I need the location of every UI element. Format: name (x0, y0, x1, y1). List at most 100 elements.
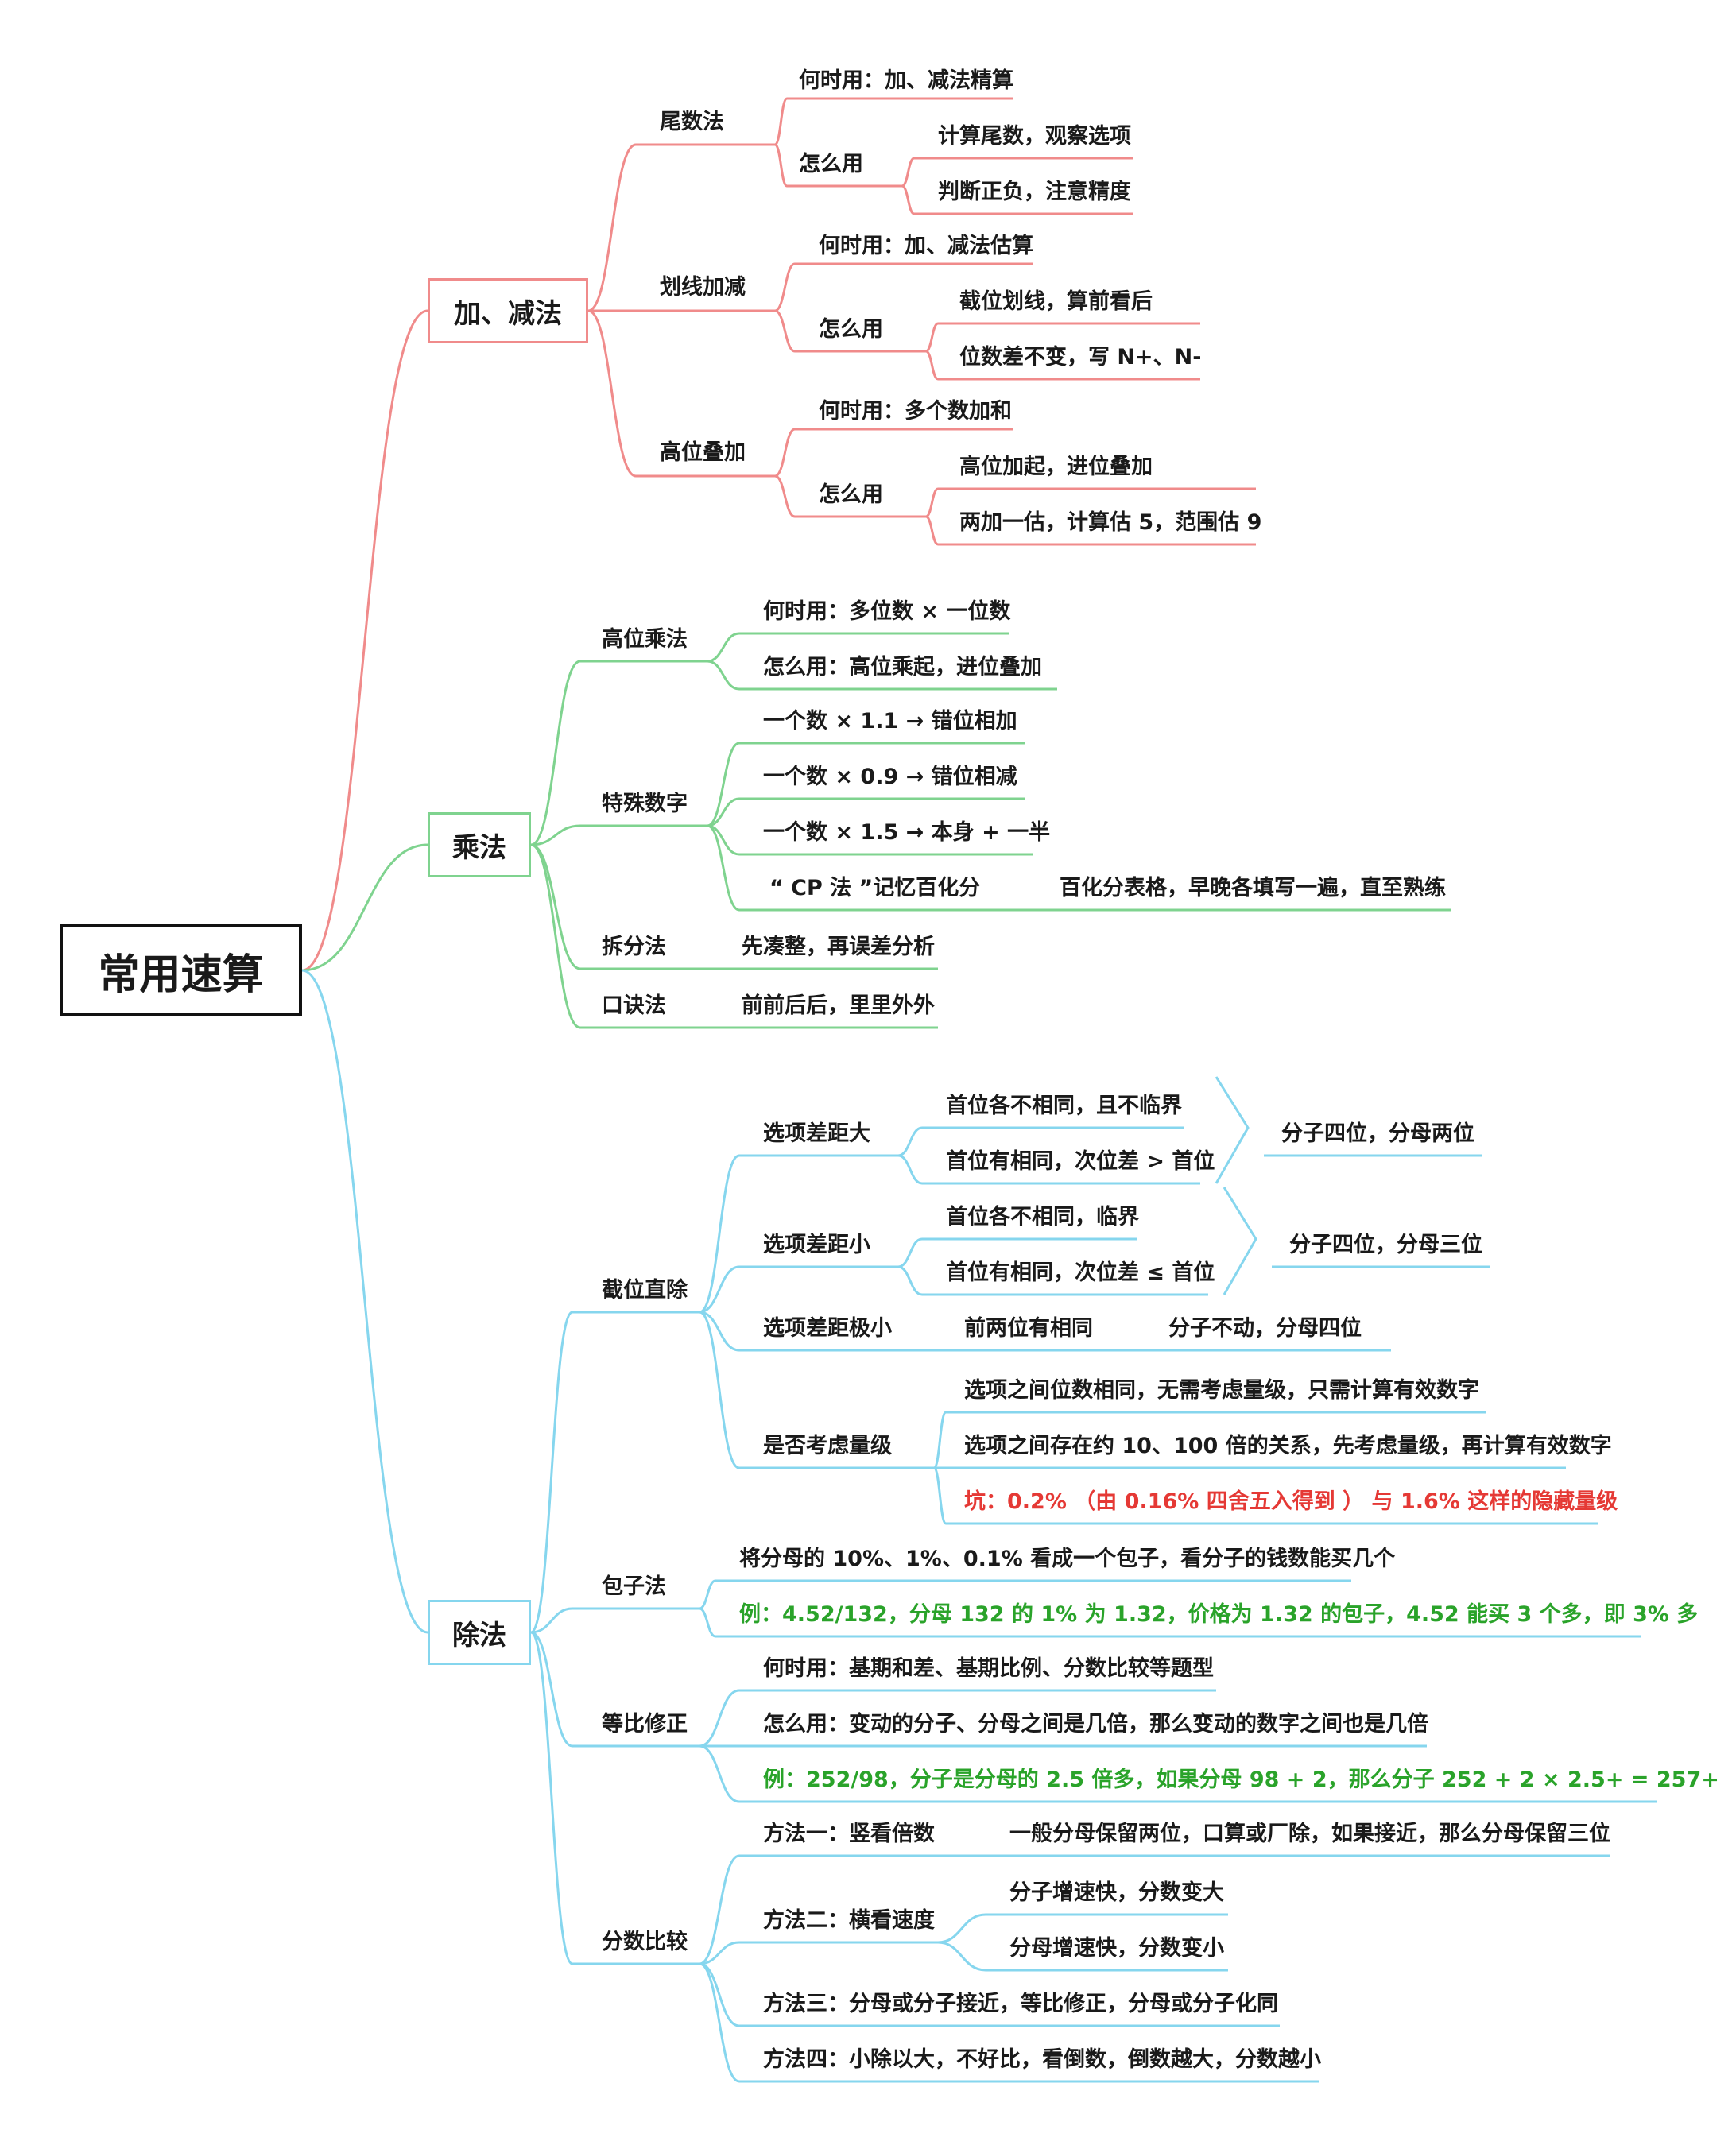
node-huaxian: 划线加减 (660, 275, 746, 300)
weishu-when: 何时用：加、减法精算 (799, 68, 1013, 93)
dengbi-how: 怎么用：变动的分子、分母之间是几倍，那么变动的数字之间也是几倍 (763, 1712, 1428, 1737)
root-topic: 常用速算 (60, 924, 302, 1016)
div-l1-curve-3 (530, 1631, 573, 1965)
koujue-text: 前前后后，里里外外 (742, 993, 935, 1018)
huaxian-curve-0 (774, 262, 796, 312)
jiewei-mag-curve-2 (932, 1466, 947, 1525)
add-l1-curve-2 (587, 309, 637, 478)
fenshu-m4: 方法四：小除以大，不好比，看倒数，倒数越大，分数越小 (763, 2047, 1321, 2072)
node-gaowei-mul: 高位乘法 (602, 627, 688, 652)
magnitude-c1: 选项之间位数相同，无需考虑量级，只需计算有效数字 (964, 1378, 1479, 1403)
node-special-numbers: 特殊数字 (602, 792, 688, 816)
node-weishu: 尾数法 (660, 110, 724, 134)
jiewei-curve-3 (699, 1311, 740, 1469)
div-l1-curve-2 (530, 1631, 573, 1748)
connector-root-div (301, 969, 428, 1634)
mul-special-curve-3 (707, 824, 740, 912)
tiny-gap-result: 分子不动，分母四位 (1168, 1316, 1362, 1341)
div-l1-curve-0 (530, 1311, 573, 1634)
huaxian-curve-1 (774, 309, 796, 353)
weishu-how-2: 判断正负，注意精度 (938, 180, 1131, 204)
gaowei-how-curve-0 (925, 487, 939, 518)
gaowei-add-how-2: 两加一估，计算估 5，范围估 9 (959, 510, 1262, 535)
fenshu-m3: 方法三：分母或分子接近，等比修正，分母或分子化同 (763, 1992, 1278, 2016)
big-gap-result: 分子四位，分母两位 (1281, 1121, 1474, 1146)
huaxian-how-curve-1 (925, 350, 939, 381)
magnitude: 是否考虑量级 (763, 1434, 892, 1458)
gaowei-mul-how: 怎么用：高位乘起，进位叠加 (763, 655, 1042, 680)
magnitude-c2: 选项之间存在约 10、100 倍的关系，先考虑量级，再计算有效数字 (964, 1434, 1612, 1458)
weishu-how-curve-1 (901, 184, 915, 215)
special-3: 一个数 × 1.5 → 本身 + 一半 (763, 820, 1051, 845)
weishu-how: 怎么用 (799, 152, 863, 176)
special-cp-detail: 百化分表格，早晚各填写一遍，直至熟练 (1060, 876, 1446, 900)
jiewei-small-curve-1 (897, 1265, 923, 1296)
brace-big (1215, 1076, 1250, 1184)
node-chaifen: 拆分法 (602, 935, 666, 959)
div-l1-curve-1 (530, 1607, 573, 1634)
magnitude-pitfall: 坑：0.2% （由 0.16% 四舍五入得到 ） 与 1.6% 这样的隐藏量级 (964, 1489, 1618, 1514)
weishu-curve-0 (773, 97, 789, 146)
small-gap: 选项差距小 (763, 1233, 870, 1257)
fenshu-m2-b: 分母增速快，分数变小 (1009, 1936, 1224, 1961)
weishu-how-curve-0 (901, 157, 915, 188)
tiny-gap: 选项差距极小 (763, 1316, 892, 1341)
mul-special-curve-1 (707, 797, 740, 827)
jiewei-mag-curve-0 (932, 1411, 947, 1469)
big-gap-c2: 首位有相同，次位差 > 首位 (946, 1149, 1215, 1174)
jiewei-curve-2 (699, 1311, 740, 1352)
gaowei-mul-when: 何时用：多位数 × 一位数 (763, 599, 1011, 624)
gaowei-curve-0 (774, 428, 796, 478)
node-fenshu: 分数比较 (602, 1930, 688, 1954)
topic-divide: 除法 (428, 1600, 531, 1665)
baozi-curve-1 (699, 1607, 716, 1638)
mul-l1-curve-3 (530, 843, 581, 1029)
gaowei-add-how-1: 高位加起，进位叠加 (959, 455, 1153, 479)
small-gap-c2: 首位有相同，次位差 ≤ 首位 (946, 1260, 1215, 1285)
fenshu-curve-3 (699, 1962, 740, 2083)
node-baozi: 包子法 (602, 1574, 666, 1599)
fenshu-m2: 方法二：横看速度 (763, 1908, 935, 1933)
fenshu-curve-0 (699, 1854, 740, 1965)
huaxian-how-1: 截位划线，算前看后 (959, 289, 1153, 314)
chaifen-text: 先凑整，再误差分析 (742, 935, 935, 959)
weishu-how-1: 计算尾数，观察选项 (938, 124, 1131, 149)
fenshu-m2-curve-1 (937, 1941, 986, 1972)
baozi-curve-0 (699, 1579, 716, 1610)
node-jiewei: 截位直除 (602, 1278, 688, 1303)
big-gap-c1: 首位各不相同，且不临界 (946, 1094, 1182, 1118)
tiny-gap-c1: 前两位有相同 (964, 1316, 1093, 1341)
baozi-example: 例：4.52/132，分母 132 的 1% 为 1.32，价格为 1.32 的… (739, 1602, 1699, 1627)
mul-l1-curve-0 (530, 660, 581, 846)
small-gap-result: 分子四位，分母三位 (1289, 1233, 1482, 1257)
fenshu-m2-a: 分子增速快，分数变大 (1009, 1880, 1224, 1905)
huaxian-how-curve-0 (925, 322, 939, 353)
topic-add-subtract: 加、减法 (428, 278, 588, 343)
special-1: 一个数 × 1.1 → 错位相加 (763, 709, 1017, 734)
fenshu-m1-detail: 一般分母保留两位，口算或厂除，如果接近，那么分母保留三位 (1009, 1822, 1610, 1846)
fenshu-m2-curve-0 (937, 1913, 986, 1944)
mul-gaowei-curve-0 (707, 632, 740, 663)
special-2: 一个数 × 0.9 → 错位相减 (763, 765, 1017, 789)
connector-root-mul (301, 843, 428, 972)
node-dengbi: 等比修正 (602, 1712, 688, 1737)
baozi-c1: 将分母的 10%、1%、0.1% 看成一个包子，看分子的钱数能买几个 (739, 1547, 1396, 1571)
weishu-curve-1 (773, 143, 789, 188)
mul-gaowei-curve-1 (707, 660, 740, 691)
mul-l1-curve-1 (530, 824, 581, 846)
gaowei-how-curve-1 (925, 515, 939, 546)
add-l1-curve-0 (587, 143, 637, 312)
jiewei-curve-1 (699, 1265, 740, 1314)
huaxian-how: 怎么用 (819, 317, 883, 342)
fenshu-curve-1 (699, 1941, 740, 1965)
connector-root-add (301, 309, 428, 972)
gaowei-add-when: 何时用：多个数加和 (819, 399, 1012, 424)
jiewei-small-curve-0 (897, 1237, 923, 1268)
jiewei-big-curve-1 (897, 1154, 923, 1185)
dengbi-when: 何时用：基期和差、基期比例、分数比较等题型 (763, 1656, 1214, 1681)
huaxian-how-2: 位数差不变，写 N+、N- (959, 345, 1202, 370)
huaxian-when: 何时用：加、减法估算 (819, 234, 1033, 258)
gaowei-curve-1 (774, 474, 796, 518)
dengbi-example: 例：252/98，分子是分母的 2.5 倍多，如果分母 98 + 2，那么分子 … (763, 1768, 1719, 1792)
dengbi-curve-0 (699, 1689, 740, 1748)
